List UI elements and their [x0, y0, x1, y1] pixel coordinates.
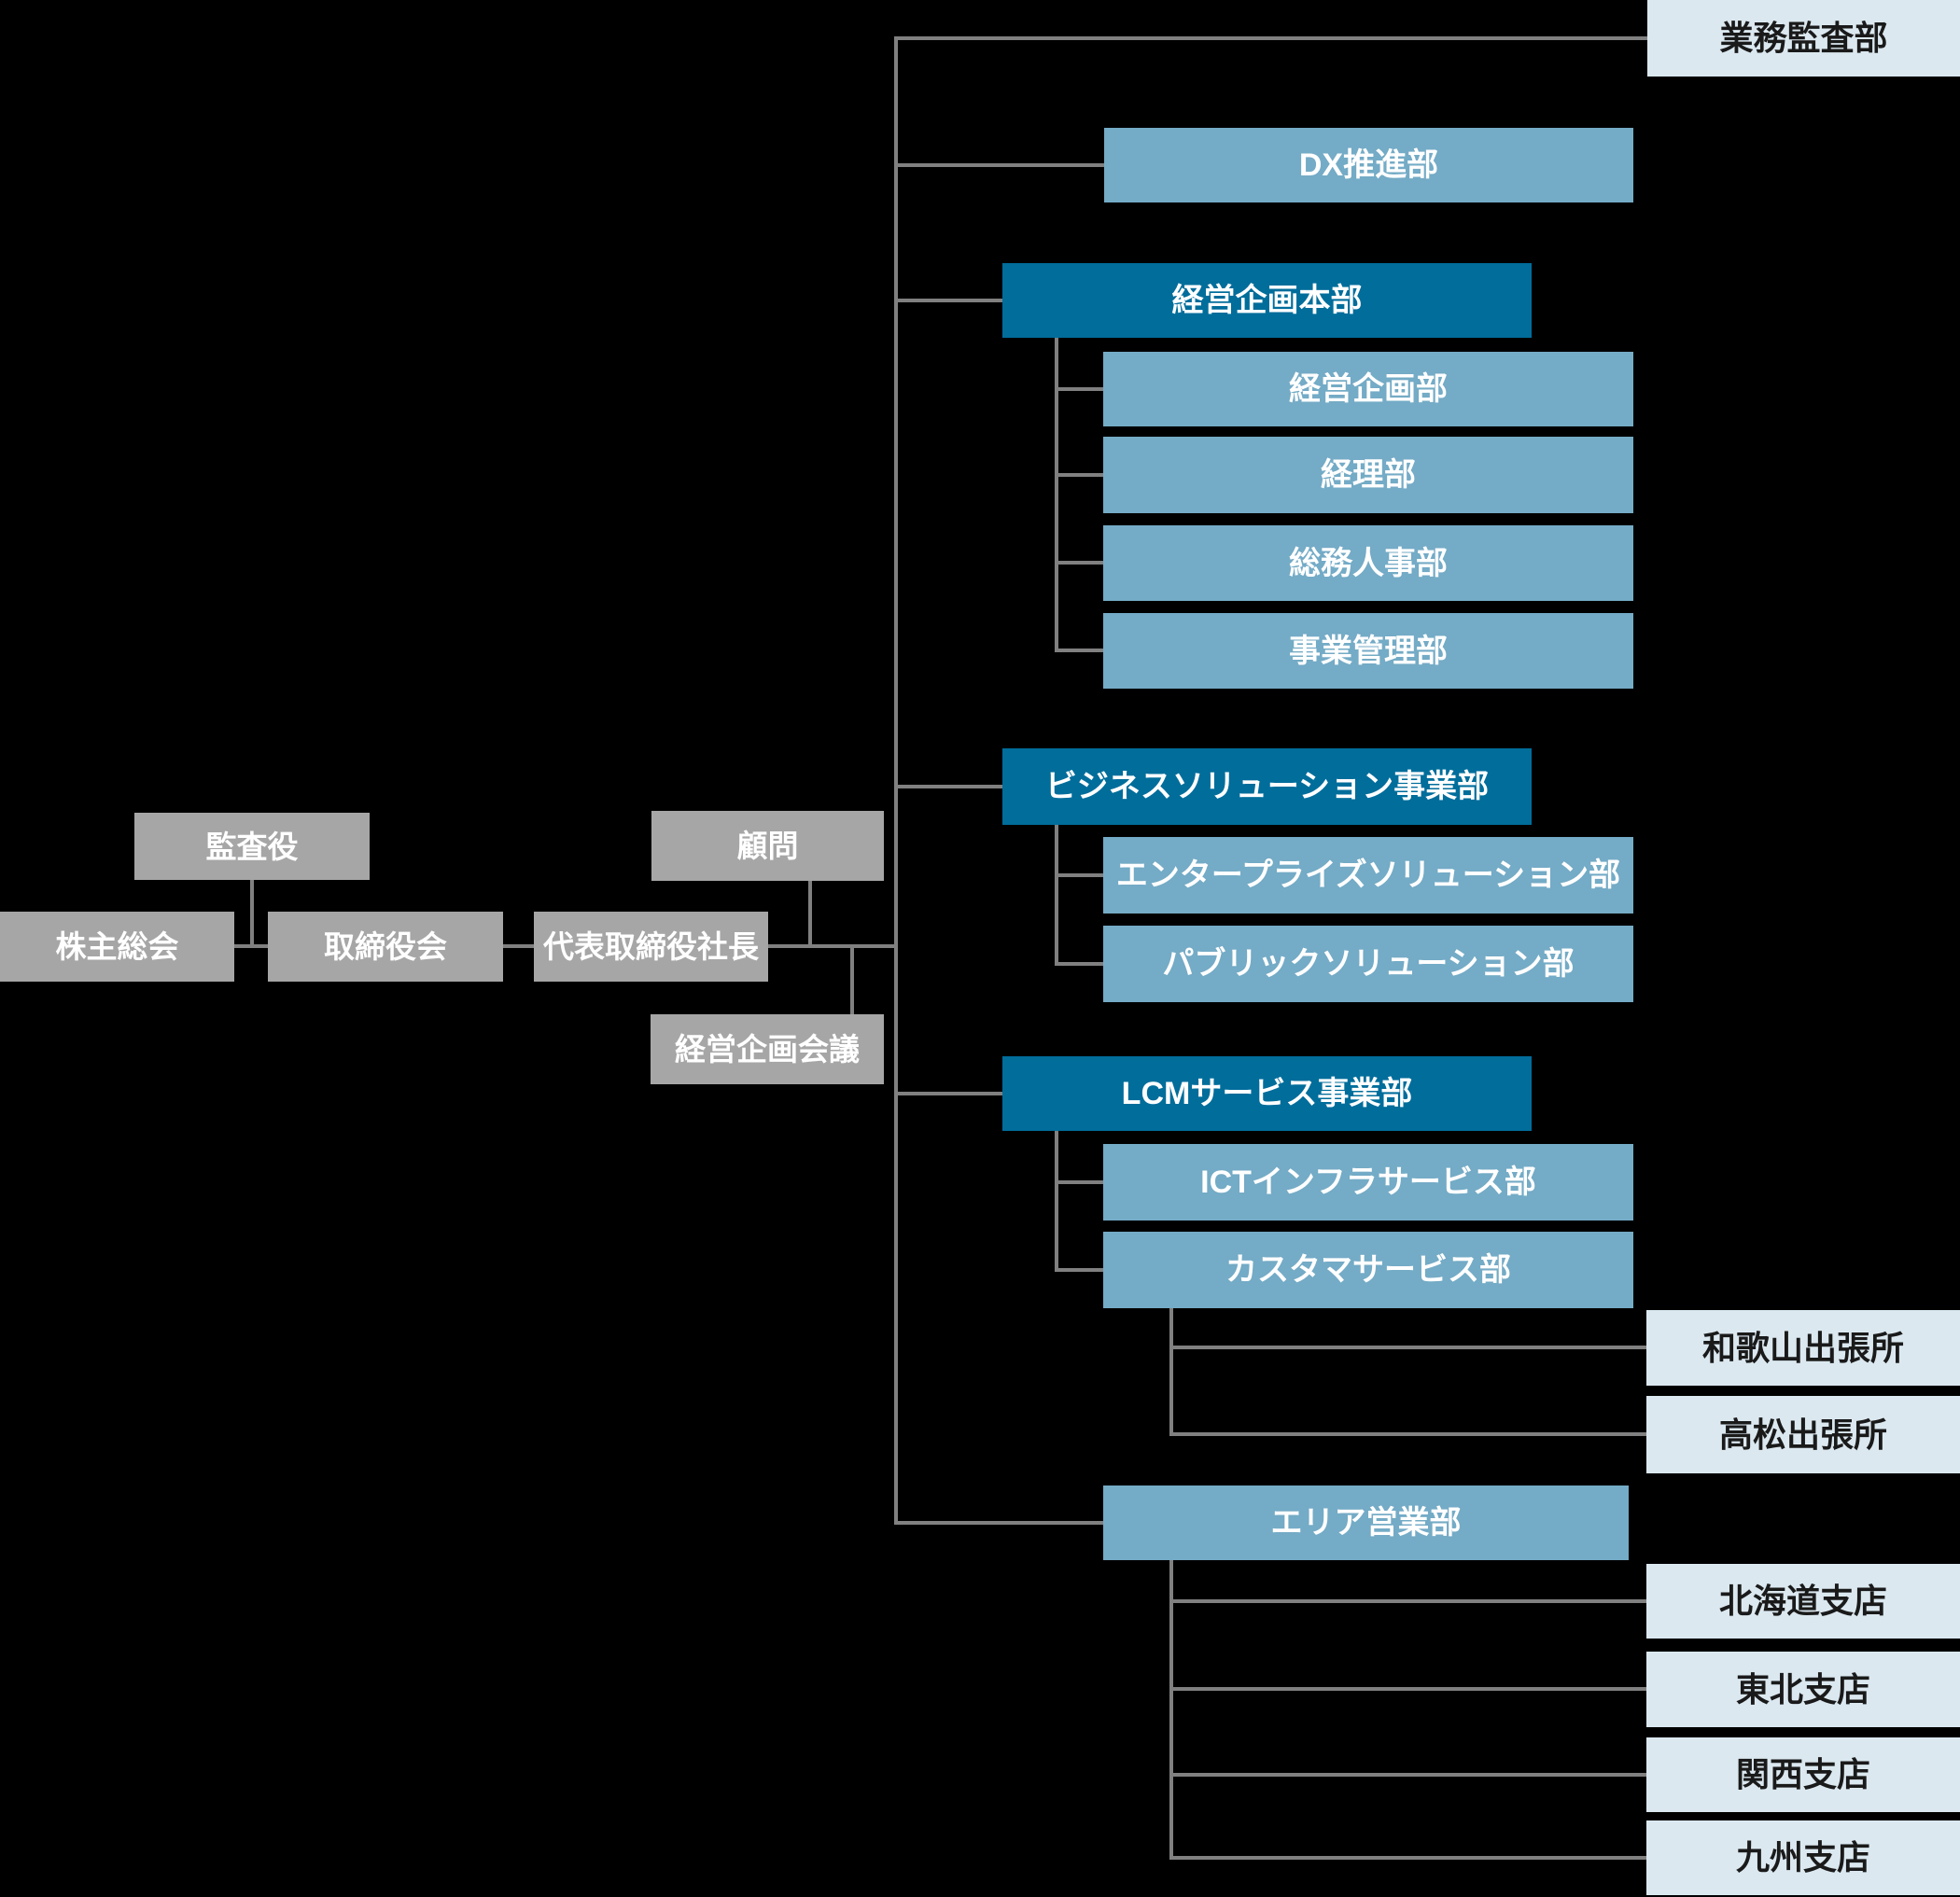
- node-board-of-directors: 取締役会: [268, 912, 503, 982]
- connector-line: [1169, 1599, 1646, 1603]
- node-business-administration-dept: 事業管理部: [1103, 613, 1633, 689]
- node-management-planning-meeting: 経営企画会議: [651, 1014, 884, 1084]
- node-label: カスタマサービス部: [1225, 1252, 1511, 1288]
- connector-line: [894, 299, 1002, 302]
- node-customer-service-dept: カスタマサービス部: [1103, 1232, 1633, 1308]
- connector-line: [1055, 338, 1058, 652]
- connector-line: [894, 1521, 1103, 1525]
- node-label: 経営企画会議: [675, 1032, 860, 1067]
- connector-line: [894, 785, 1002, 788]
- node-label: 関西支店: [1735, 1755, 1870, 1793]
- connector-line: [894, 163, 1104, 167]
- node-label: 東北支店: [1735, 1669, 1870, 1709]
- connector-line: [808, 881, 812, 948]
- connector-line: [850, 944, 854, 1016]
- node-label: 和歌山出張所: [1701, 1328, 1904, 1367]
- node-label: ICTインフラサービス部: [1200, 1165, 1536, 1200]
- node-label: エンタープライズソリューション部: [1115, 858, 1621, 893]
- connector-line: [768, 944, 898, 948]
- connector-line: [1169, 1687, 1646, 1691]
- node-shareholders-meeting: 株主総会: [0, 912, 234, 982]
- connector-line: [1055, 1268, 1103, 1272]
- node-dx-promotion-dept: DX推進部: [1104, 128, 1633, 202]
- connector-line: [1055, 649, 1103, 652]
- node-audit-officer: 監査役: [134, 813, 370, 880]
- connector-line: [250, 880, 254, 948]
- node-label: DX推進部: [1298, 147, 1439, 183]
- node-area-sales-dept: エリア営業部: [1103, 1486, 1629, 1560]
- node-label: 経営企画部: [1289, 371, 1448, 407]
- node-general-affairs-hr-dept: 総務人事部: [1103, 525, 1633, 601]
- connector-trunk: [894, 36, 898, 1525]
- node-corporate-planning-dept: 経営企画部: [1103, 352, 1633, 426]
- node-label: 北海道支店: [1718, 1582, 1887, 1620]
- connector-line: [1055, 473, 1103, 477]
- node-wakayama-office: 和歌山出張所: [1646, 1310, 1960, 1386]
- connector-line: [1169, 1560, 1173, 1860]
- node-label: 高松出張所: [1718, 1415, 1887, 1454]
- node-label: 九州支店: [1735, 1838, 1870, 1876]
- node-enterprise-solution-dept: エンタープライズソリューション部: [1103, 837, 1633, 914]
- node-advisor: 顧問: [651, 811, 884, 881]
- connector-line: [894, 1092, 1002, 1095]
- connector-line: [1169, 1432, 1646, 1436]
- node-label: LCMサービス事業部: [1121, 1076, 1413, 1111]
- node-label: 事業管理部: [1289, 633, 1448, 669]
- node-tohoku-branch: 東北支店: [1646, 1652, 1960, 1727]
- connector-line: [1055, 1131, 1058, 1272]
- connector-line: [503, 944, 534, 948]
- node-label: 取締役会: [324, 929, 447, 964]
- node-label: 株主総会: [55, 929, 179, 964]
- connector-line: [1055, 962, 1103, 966]
- connector-line: [894, 36, 1647, 40]
- connector-line: [1169, 1308, 1173, 1436]
- node-public-solution-dept: パブリックソリューション部: [1103, 926, 1633, 1002]
- node-business-solution-div: ビジネスソリューション事業部: [1002, 748, 1532, 825]
- node-kyushu-branch: 九州支店: [1646, 1820, 1960, 1895]
- connector-line: [1055, 825, 1058, 966]
- node-kansai-branch: 関西支店: [1646, 1737, 1960, 1812]
- node-label: ビジネスソリューション事業部: [1044, 769, 1490, 804]
- connector-line: [1055, 387, 1103, 391]
- node-business-audit-dept: 業務監査部: [1647, 0, 1960, 77]
- node-lcm-service-div: LCMサービス事業部: [1002, 1056, 1532, 1131]
- node-label: 経理部: [1321, 457, 1416, 493]
- node-hokkaido-branch: 北海道支店: [1646, 1564, 1960, 1639]
- connector-line: [1055, 1180, 1103, 1184]
- node-accounting-dept: 経理部: [1103, 437, 1633, 513]
- node-ict-infra-service-dept: ICTインフラサービス部: [1103, 1144, 1633, 1220]
- node-label: 総務人事部: [1289, 545, 1448, 581]
- node-label: 経営企画本部: [1171, 283, 1363, 318]
- node-president: 代表取締役社長: [534, 912, 768, 982]
- node-label: 顧問: [736, 829, 799, 863]
- node-label: 監査役: [205, 829, 299, 864]
- connector-line: [1055, 561, 1103, 565]
- node-label: 代表取締役社長: [543, 929, 759, 964]
- node-label: 業務監査部: [1719, 19, 1888, 57]
- connector-line: [1169, 1773, 1646, 1777]
- connector-line: [1055, 873, 1103, 877]
- node-corporate-planning-hq: 経営企画本部: [1002, 263, 1532, 338]
- node-label: パブリックソリューション部: [1162, 946, 1575, 982]
- node-takamatsu-office: 高松出張所: [1646, 1396, 1960, 1473]
- connector-line: [1169, 1856, 1646, 1860]
- node-label: エリア営業部: [1270, 1505, 1462, 1541]
- connector-line: [1169, 1346, 1646, 1349]
